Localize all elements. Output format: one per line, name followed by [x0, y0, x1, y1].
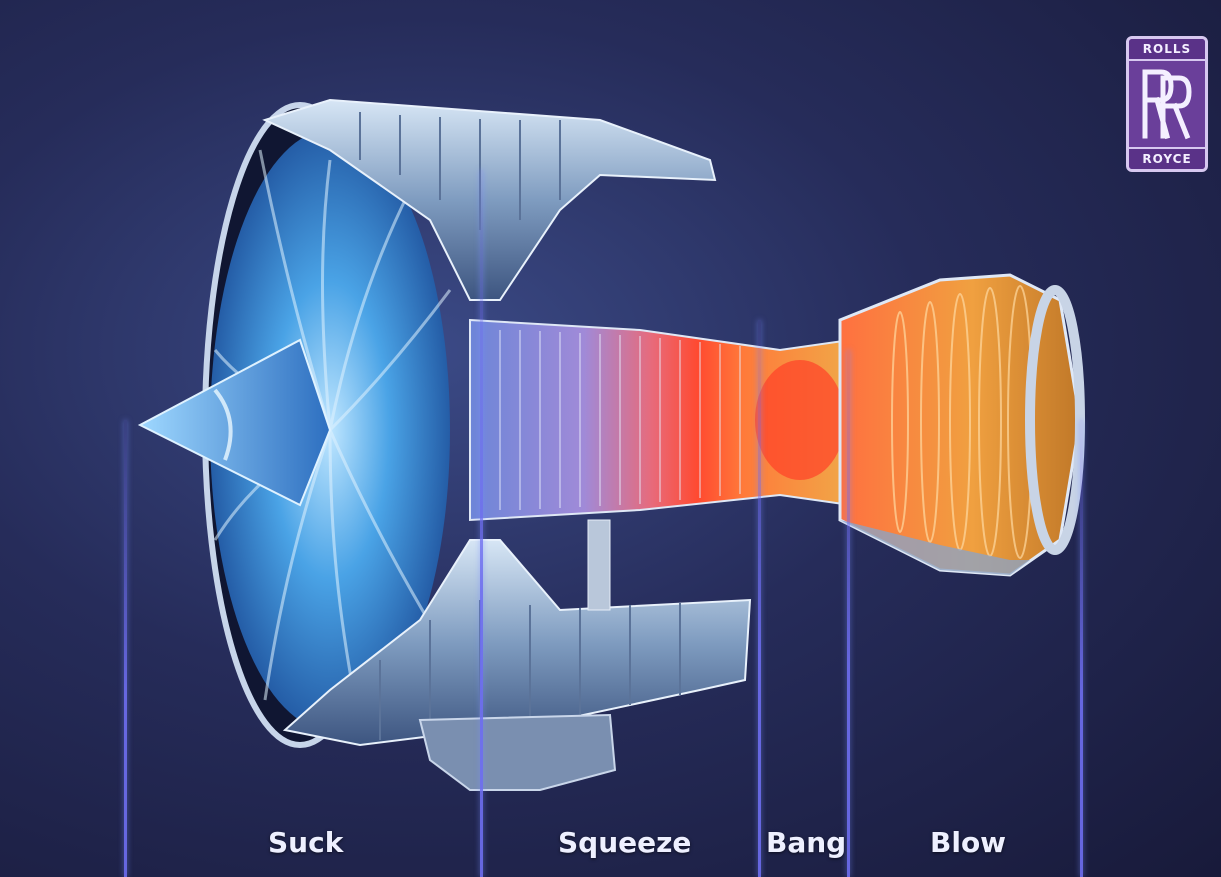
- upper-nacelle: [262, 98, 717, 301]
- accessory-gearbox: [418, 713, 617, 791]
- mount-strut: [587, 519, 611, 611]
- divider-line-5: [1080, 420, 1083, 877]
- compressor-stages: [499, 330, 741, 510]
- divider-line-4: [847, 350, 850, 877]
- spinner-cone: [137, 338, 332, 507]
- rr-monogram-icon: [1129, 63, 1205, 145]
- divider-line-2: [480, 170, 483, 877]
- divider-line-3: [758, 320, 761, 877]
- logo-bottom-text: ROYCE: [1129, 147, 1205, 169]
- divider-line-1: [124, 420, 127, 877]
- stage-label-suck: Suck: [268, 826, 344, 859]
- rolls-royce-logo: ROLLS ROYCE: [1126, 36, 1208, 172]
- stage-label-squeeze: Squeeze: [558, 826, 692, 859]
- nozzle-lower-shell: [840, 520, 1030, 575]
- combustor-glow: [755, 360, 845, 480]
- logo-top-text: ROLLS: [1129, 39, 1205, 61]
- stage-label-blow: Blow: [930, 826, 1007, 859]
- stage-label-bang: Bang: [766, 826, 847, 859]
